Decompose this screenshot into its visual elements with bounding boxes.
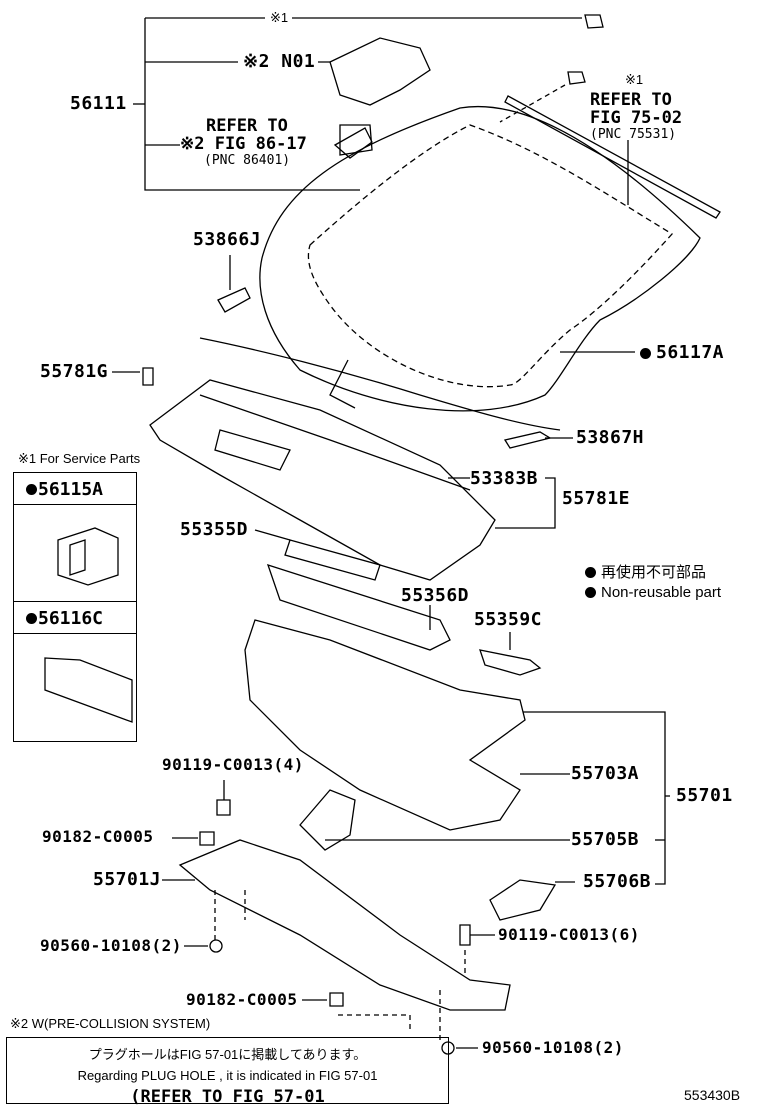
- label-90182-c0005-b: 90182-C0005: [186, 990, 298, 1009]
- note1-top: ※1: [270, 10, 289, 25]
- note2-caption: ※2 W(PRE-COLLISION SYSTEM): [10, 1016, 211, 1031]
- bracket-55781E: [495, 477, 556, 529]
- service-part-56116C-header: 56116C: [13, 601, 137, 634]
- label-55701: 55701: [676, 785, 733, 806]
- label-55359C: 55359C: [474, 609, 543, 630]
- service-parts-header: ※1 For Service Parts: [18, 451, 141, 466]
- refer75-molding: [504, 95, 721, 219]
- bracket-56111: [144, 18, 360, 191]
- service-part-56116C-drawing: [44, 657, 133, 723]
- label-53867H: 53867H: [576, 427, 645, 448]
- label-56117A-text: 56117A: [656, 342, 725, 363]
- part-53867H: [503, 431, 552, 449]
- label-55703A: 55703A: [571, 763, 640, 784]
- part-55703A: [244, 619, 526, 831]
- windshield-wire: [329, 359, 356, 409]
- dashed-center: [338, 990, 441, 1040]
- label-55781G: 55781G: [40, 361, 109, 382]
- label-55705B: 55705B: [571, 829, 640, 850]
- label-90182-c0005-a: 90182-C0005: [42, 827, 154, 846]
- label-53866J: 53866J: [193, 229, 262, 250]
- leader-55355D: [254, 529, 291, 541]
- cowl-vent: [214, 429, 291, 471]
- plug-hole-note-en: Regarding PLUG HOLE , it is indicated in…: [77, 1068, 378, 1083]
- grommet-90560-a: [209, 939, 223, 953]
- service-part-56115A-image: [13, 504, 137, 602]
- plug-hole-note: プラグホールはFIG 57-01に掲載してあります。 Regarding PLU…: [6, 1037, 449, 1107]
- legend-dot-en: [585, 587, 596, 598]
- label-56111: 56111: [70, 93, 127, 114]
- bracket-55701: [523, 711, 666, 885]
- label-90560-10108-a: 90560-10108(2): [40, 936, 182, 955]
- windshield-bottom-seal: [199, 337, 561, 431]
- label-53383B: 53383B: [470, 468, 539, 489]
- cowl-top-panel: [149, 379, 496, 581]
- legend-en-text: Non-reusable part: [601, 584, 722, 601]
- service-part-56116C-label: 56116C: [38, 608, 104, 629]
- refer86-line3: (PNC 86401): [204, 152, 291, 168]
- part-55359C: [479, 649, 542, 676]
- service-part-56116C-image: [13, 633, 137, 742]
- refer86-line2: ※2 FIG 86-17: [180, 133, 307, 154]
- rear-view-mirror-base: [339, 124, 373, 156]
- refer-fig-75-02: REFER TO FIG 75-02 (PNC 75531): [590, 90, 683, 142]
- label-55781E: 55781E: [562, 488, 631, 509]
- label-55356D: 55356D: [401, 585, 470, 606]
- part-55356D: [266, 563, 451, 651]
- nut-90182-b: [329, 992, 344, 1007]
- part-55705B: [299, 789, 356, 851]
- figure-id: 553430B: [684, 1087, 741, 1103]
- legend-en: Non-reusable part: [585, 585, 721, 600]
- plug-hole-note-jp: プラグホールはFIG 57-01に掲載してあります。: [88, 1047, 367, 1062]
- label-90560-10108-b: 90560-10108(2): [482, 1038, 624, 1057]
- clip-note1-mid: [567, 71, 586, 85]
- dashed-90560-a: [214, 890, 246, 940]
- windshield-inner-dashes: [307, 124, 674, 388]
- label-90119-c0013-4: 90119-C0013(4): [162, 755, 304, 774]
- leader-clip-dashed: [499, 84, 566, 123]
- label-55355D: 55355D: [180, 519, 249, 540]
- refer75-line3: (PNC 75531): [590, 126, 677, 142]
- part-refer86: [333, 127, 373, 159]
- clip-note1-top: [584, 14, 604, 29]
- part-55701J: [178, 839, 511, 1011]
- part-53866J: [217, 287, 251, 313]
- refer86-line1: REFER TO: [206, 116, 288, 136]
- label-90119-c0013-6: 90119-C0013(6): [498, 925, 640, 944]
- label-55706B: 55706B: [583, 871, 652, 892]
- refer75-line2: FIG 75-02: [590, 107, 683, 128]
- label-n01: ※2 N01: [243, 51, 316, 72]
- note1-clip: ※1: [625, 72, 644, 87]
- bolt-90119-6: [459, 924, 471, 946]
- non-reusable-dot: [640, 348, 651, 359]
- refer-fig-86-17: REFER TO ※2 FIG 86-17 (PNC 86401): [180, 116, 307, 168]
- nut-90182-a: [199, 831, 215, 846]
- service-part-56115A-header: 56115A: [13, 472, 137, 505]
- part-55706B: [489, 879, 557, 921]
- plug-hole-note-refer: (REFER TO FIG 57-01: [130, 1087, 325, 1107]
- service-part-56115A-drawing: [57, 527, 119, 586]
- legend-jp-text: 再使用不可部品: [601, 564, 707, 581]
- label-56117A: 56117A: [640, 344, 724, 362]
- label-55701J: 55701J: [93, 869, 162, 890]
- part-n01: [329, 37, 431, 106]
- service-part-56116C-dot: [26, 613, 37, 624]
- legend-dot-jp: [585, 567, 596, 578]
- bolt-55781G: [142, 367, 154, 386]
- windshield-glass: [259, 105, 701, 412]
- refer75-line1: REFER TO: [590, 90, 672, 110]
- legend-jp: 再使用不可部品: [585, 565, 706, 580]
- part-55355D: [284, 539, 381, 581]
- cowl-seal-53383B: [199, 394, 471, 491]
- service-part-56115A-label: 56115A: [38, 479, 104, 500]
- service-part-56115A-dot: [26, 484, 37, 495]
- bolt-90119-4: [216, 799, 231, 816]
